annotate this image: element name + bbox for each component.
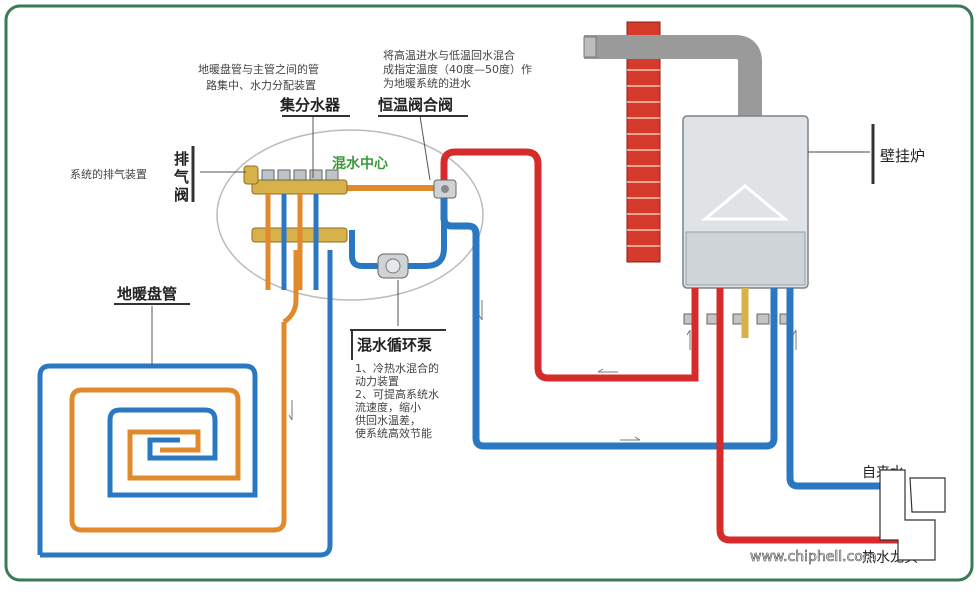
boiler-label: 壁挂炉 xyxy=(880,147,925,165)
flow-arrows xyxy=(288,300,797,441)
chimney xyxy=(626,21,661,263)
vent-label-2: 气 xyxy=(173,168,189,186)
outer-frame xyxy=(4,4,974,582)
coil-supply-lead xyxy=(282,250,299,325)
mixing-valve xyxy=(433,179,457,199)
flue-pipe xyxy=(583,35,762,118)
valve-label: 恒温阀合阀 xyxy=(378,96,453,114)
heating-supply-pipe xyxy=(440,148,699,382)
vent-label-3: 阀 xyxy=(174,186,189,204)
pump-note-line2: 动力装置 xyxy=(355,375,399,388)
pump-note-line3: 2、可提高系统水 xyxy=(355,387,439,401)
vent-note: 系统的排气装置 xyxy=(70,167,147,181)
hot-water-pipe xyxy=(716,288,900,544)
leader-lines xyxy=(151,115,431,366)
valve-note-line3: 为地暖系统的进水 xyxy=(383,76,471,90)
pump-label: 混水循环泵 xyxy=(357,336,432,354)
floor-heating-coil xyxy=(37,322,287,555)
watermark-text: www.chiphell.com xyxy=(750,549,876,565)
pump-note-line5: 供回水温差， xyxy=(355,413,421,427)
mix-center-ellipse xyxy=(216,129,484,301)
mix-center-label: 混水中心 xyxy=(332,155,388,172)
circulation-pump xyxy=(377,253,409,279)
coil-label: 地暖盘管 xyxy=(117,285,177,303)
cold-water-pipe xyxy=(786,288,900,490)
coil-return-lead xyxy=(40,250,333,558)
wall-boiler xyxy=(682,115,809,289)
vent-label-1: 排 xyxy=(174,150,189,168)
manifold-label: 集分水器 xyxy=(279,96,341,114)
pump-note-line6: 使系统高效节能 xyxy=(355,426,432,440)
valve-note-line1: 将高温进水与低温回水混合 xyxy=(383,48,515,62)
valve-note-line2: 成指定温度（40度—50度）作 xyxy=(383,62,532,76)
manifold-note-line2: 路集中、水力分配装置 xyxy=(206,78,316,92)
pump-note-line4: 流速度，缩小 xyxy=(355,400,421,414)
manifold-note-line1: 地暖盘管与主管之间的管 xyxy=(198,62,319,76)
heating-return-pipe xyxy=(440,195,778,450)
manifold xyxy=(243,165,348,290)
chiphell-logo xyxy=(879,469,946,561)
pump-note-line1: 1、冷热水混合的 xyxy=(355,361,439,375)
